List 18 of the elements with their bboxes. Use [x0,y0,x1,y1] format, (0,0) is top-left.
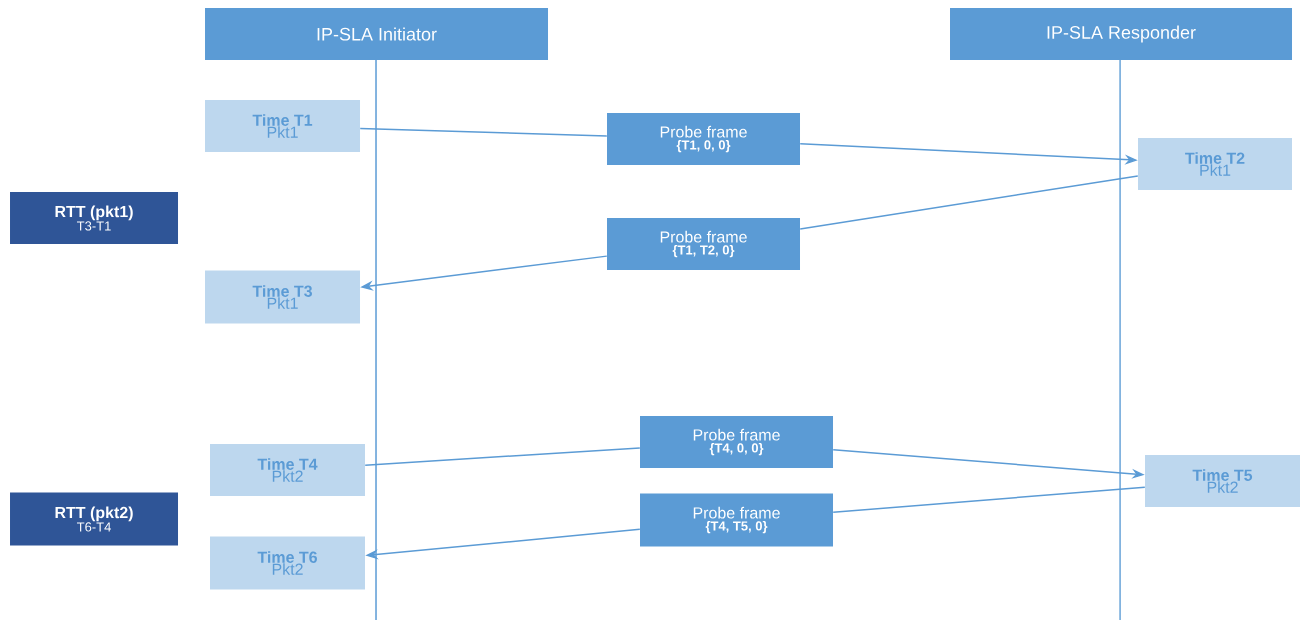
timestamp-box: Time T6 Pkt2 [210,536,365,590]
timestamp-box: Time T5 Pkt2 [1145,455,1300,507]
timestamp-box: Time T2 Pkt1 [1138,138,1292,190]
probe-frame-box: Probe frame {T4, 0, 0} [640,416,833,468]
probe-frame-box: Probe frame {T4, T5, 0} [640,493,833,547]
header-box: IP-SLA Responder [950,8,1292,60]
rtt-box: RTT (pkt1) T3-T1 [10,192,178,244]
header-box: IP-SLA Initiator [205,8,548,60]
connector-line [799,175,1139,230]
connector-line [364,447,641,466]
connector-line [359,127,608,137]
timestamp-box: Time T4 Pkt2 [210,444,365,496]
probe-frame-box: Probe frame {T1, T2, 0} [607,218,800,270]
probe-frame-box: Probe frame {T1, 0, 0} [607,113,800,165]
timestamp-box: Time T1 Pkt1 [205,100,360,152]
connector-line [832,486,1146,514]
timestamp-box: Time T3 Pkt1 [205,270,360,324]
rtt-box: RTT (pkt2) T6-T4 [10,492,178,546]
